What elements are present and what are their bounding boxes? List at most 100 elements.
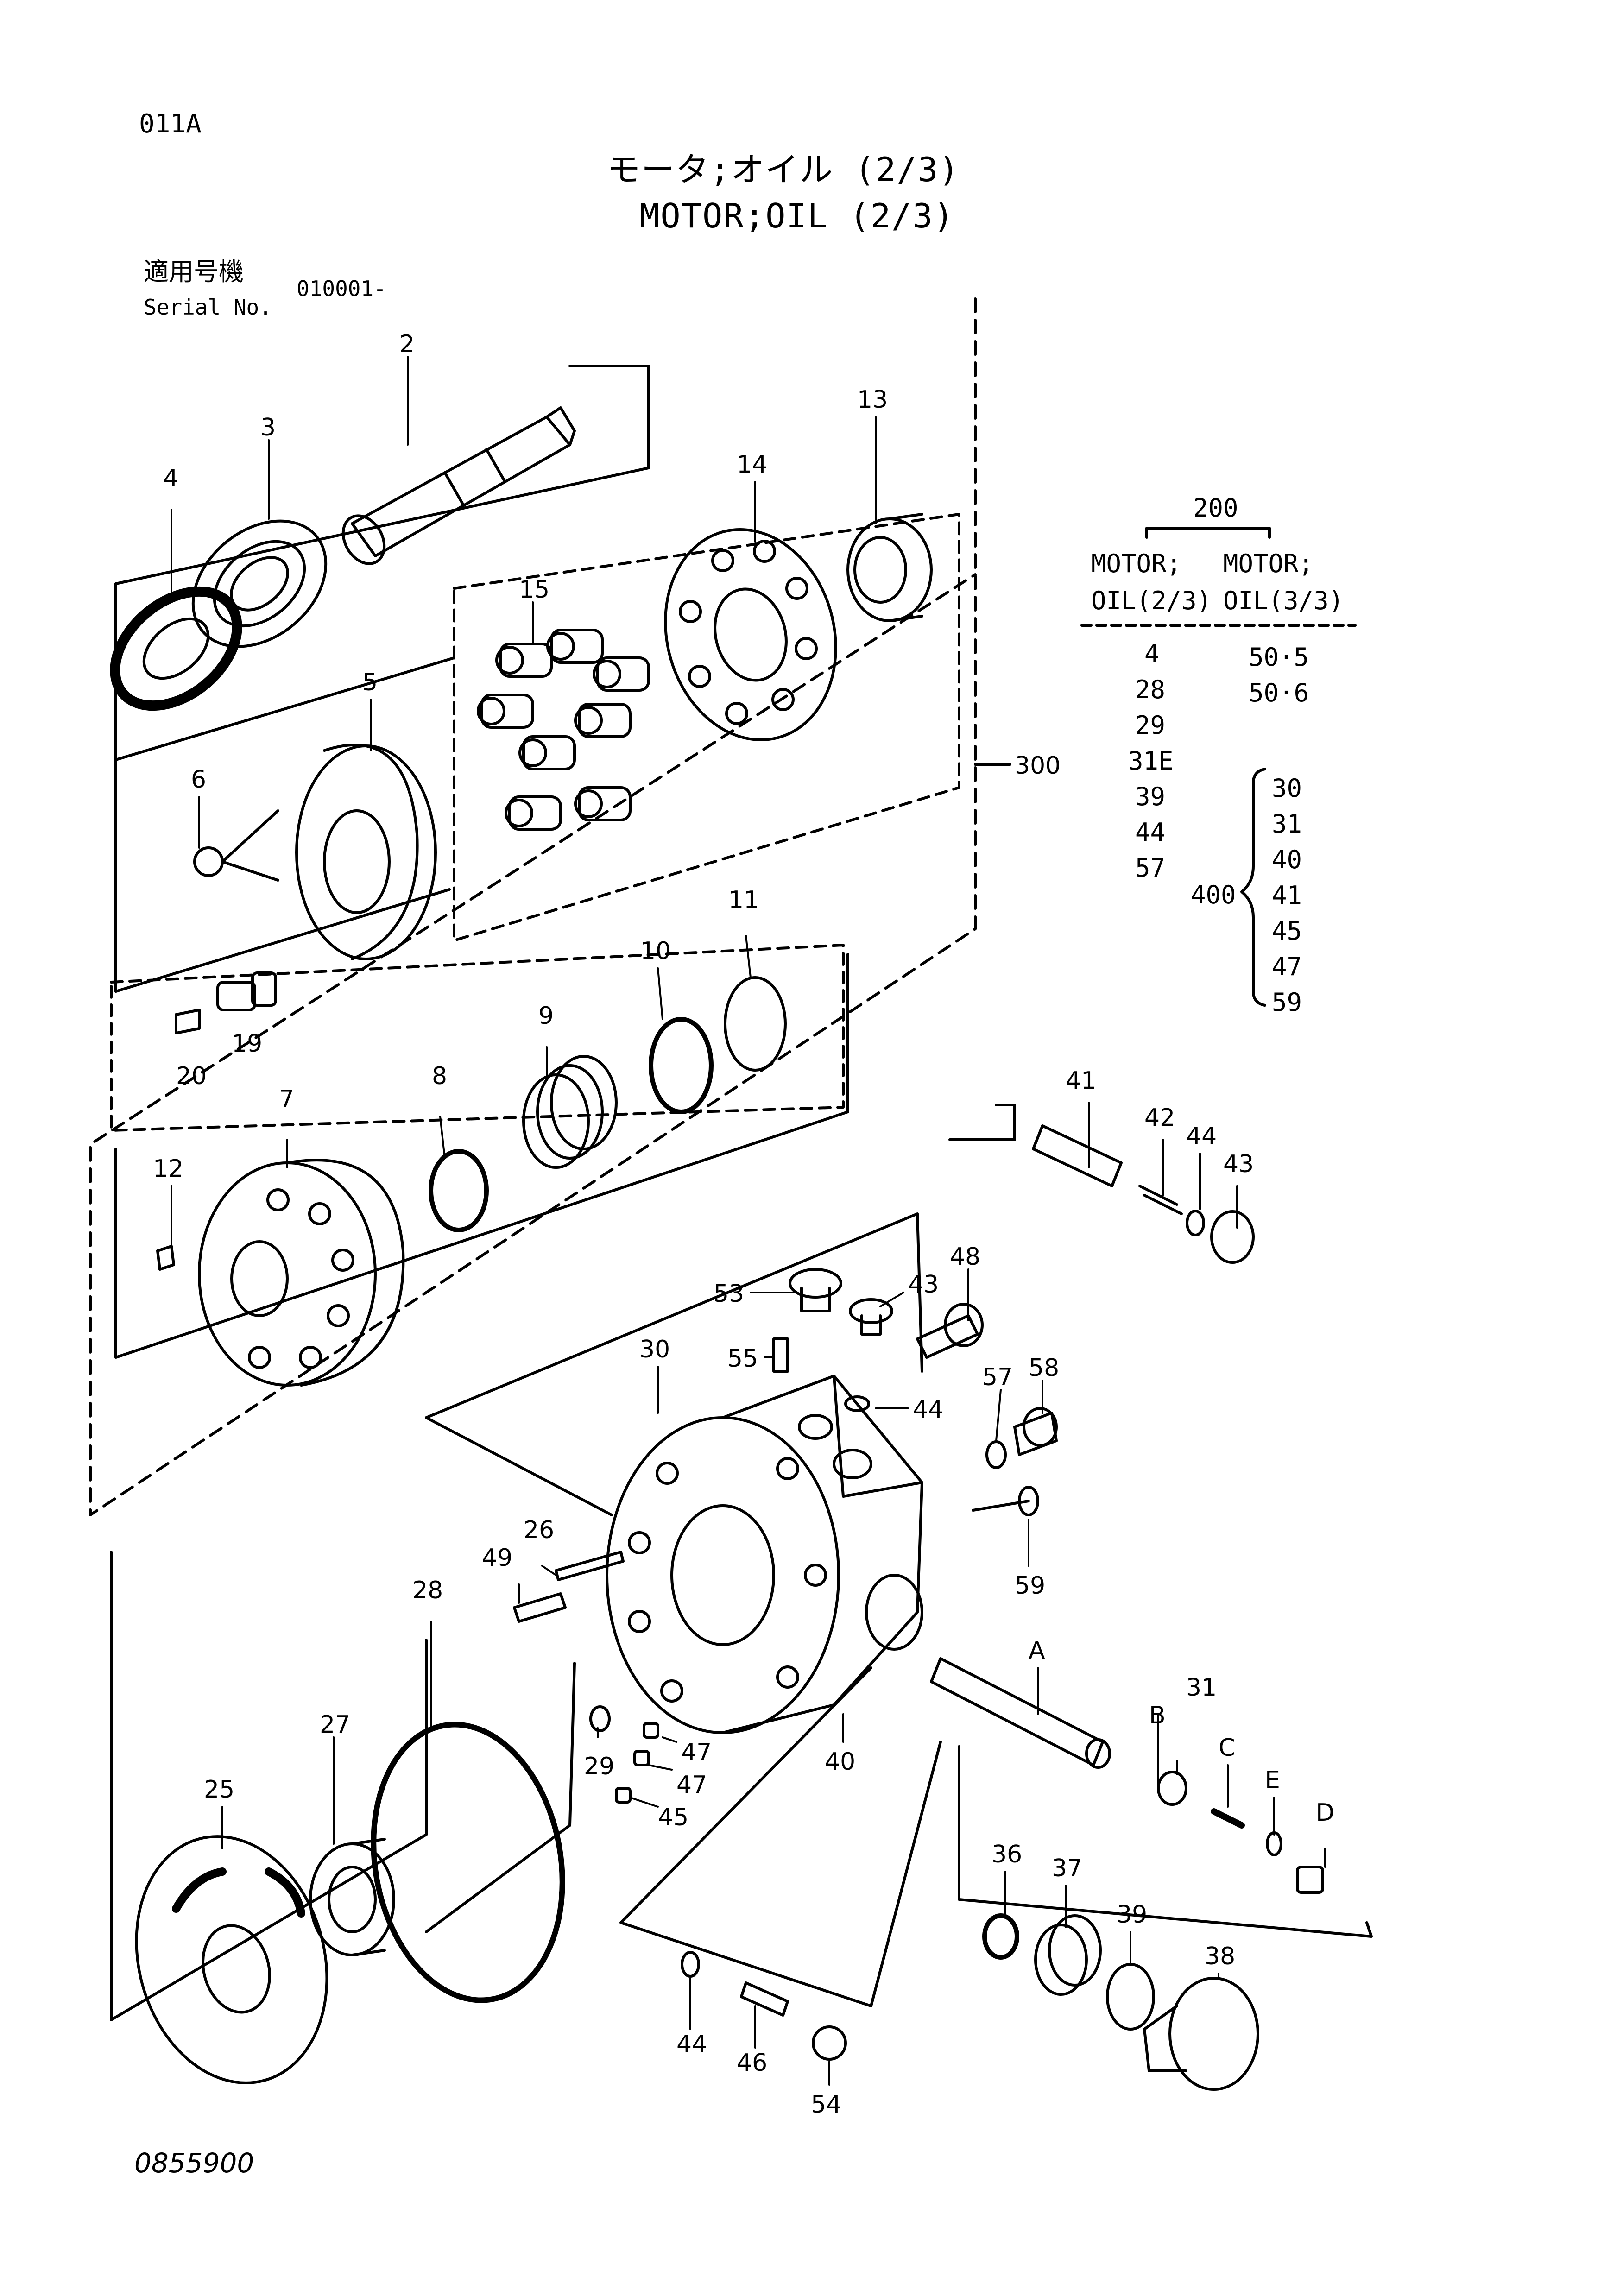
- o-ring-part-28: [371, 1722, 565, 2003]
- plate-part-14: [664, 528, 837, 741]
- bearing-part-27: [309, 1838, 395, 1956]
- parts-44-46-54: [681, 1951, 847, 2061]
- callout-D: D: [1316, 1799, 1334, 1827]
- kit-col1-item: 39: [1135, 782, 1166, 811]
- kit-subgroup-item: 45: [1272, 916, 1302, 946]
- kit-col1-item: 44: [1135, 818, 1166, 847]
- assembly-300-boundary: [89, 297, 1011, 1516]
- valve-parts-41-44: [1032, 1124, 1255, 1264]
- kit-col1-header-line1: MOTOR;: [1091, 549, 1182, 578]
- seal-part-4: [110, 586, 242, 711]
- parts-36-39: [982, 1913, 1259, 2091]
- serial-label-english: Serial No.: [144, 295, 272, 320]
- callout-39: 39: [1117, 1901, 1147, 1929]
- callout-2: 2: [399, 330, 415, 358]
- callout-38: 38: [1205, 1943, 1235, 1970]
- callout-A: A: [1029, 1637, 1045, 1665]
- callout-47: 47: [681, 1739, 712, 1766]
- callout-53: 53: [714, 1280, 744, 1308]
- callout-58: 58: [1029, 1354, 1059, 1382]
- serial-value: 010001-: [297, 276, 386, 301]
- callout-37: 37: [1052, 1854, 1082, 1882]
- kit-subgroup-item: 30: [1272, 774, 1302, 803]
- kit-col2-item: 50·5: [1249, 643, 1309, 672]
- valve-plate-part-25: [135, 1835, 328, 2084]
- kit-table-lines: [1080, 527, 1357, 1007]
- callout-7: 7: [279, 1085, 294, 1113]
- kit-col2-header-line2: OIL(3/3): [1223, 586, 1344, 615]
- callout-labels: 2 3 4 5 6 7 8 9 10 11 12 13 14 15 19 20 …: [153, 330, 1334, 2119]
- callout-3: 3: [260, 414, 276, 442]
- kit-col1-item: 31E: [1128, 746, 1174, 776]
- bearing-part-3: [191, 519, 328, 648]
- title-english: MOTOR;OIL (2/3): [639, 196, 955, 235]
- callout-43: 43: [1223, 1150, 1254, 1178]
- kit-col1-item: 4: [1144, 639, 1160, 669]
- serial-label-japanese: 適用号機: [144, 257, 244, 286]
- callout-13: 13: [857, 386, 888, 414]
- callout-4: 4: [163, 465, 178, 492]
- callout-26: 26: [524, 1516, 554, 1544]
- kit-subgroup-label: 400: [1191, 880, 1236, 909]
- callout-36: 36: [991, 1841, 1022, 1868]
- callout-40: 40: [825, 1748, 855, 1776]
- housing-part-5: [193, 744, 437, 960]
- callout-59: 59: [1015, 1572, 1045, 1600]
- shaft-part-2: [341, 406, 576, 565]
- part-13: [846, 513, 933, 622]
- callout-8: 8: [432, 1062, 447, 1090]
- kit-col2-item: 50·6: [1249, 678, 1309, 707]
- spool-part-31: [930, 1657, 1324, 1894]
- leader-lines: [171, 356, 1326, 2086]
- callout-44: 44: [676, 2031, 707, 2058]
- callout-49: 49: [482, 1544, 512, 1572]
- spring-part-9: [522, 1055, 618, 1169]
- page-code: 011A: [139, 109, 202, 139]
- kit-col1-item: 57: [1135, 853, 1166, 883]
- group-frames: [110, 365, 1373, 2021]
- kit-subgroup-item: 47: [1272, 952, 1302, 981]
- parts-19-20: [175, 971, 277, 1034]
- kit-col2-header-line1: MOTOR;: [1223, 549, 1314, 578]
- callout-20: 20: [176, 1062, 207, 1090]
- kit-group-label: 200: [1193, 493, 1238, 523]
- main-housing-part-30: [606, 1375, 923, 1734]
- kit-subgroup-item: 40: [1272, 845, 1302, 874]
- callout-19: 19: [232, 1030, 262, 1058]
- callout-25: 25: [204, 1776, 234, 1804]
- callout-28: 28: [412, 1577, 443, 1604]
- callout-48: 48: [950, 1243, 980, 1271]
- kit-subgroup-item: 31: [1272, 809, 1302, 839]
- callout-41: 41: [1066, 1067, 1096, 1095]
- ring-part-8: [429, 1149, 489, 1232]
- callout-45: 45: [658, 1804, 688, 1831]
- callout-54: 54: [811, 2091, 841, 2119]
- plugs-29-45-47: [589, 1705, 659, 1804]
- callout-C: C: [1219, 1734, 1235, 1762]
- callout-E: E: [1265, 1766, 1280, 1794]
- kit-subgroup-item: 41: [1272, 881, 1302, 910]
- pins-26-49: [513, 1551, 625, 1623]
- kit-subgroup-item: 59: [1272, 988, 1302, 1017]
- callout-44: 44: [913, 1396, 943, 1424]
- callout-44: 44: [1186, 1123, 1217, 1150]
- callout-12: 12: [153, 1155, 183, 1183]
- callout-46: 46: [737, 2049, 767, 2077]
- title-japanese: モータ;オイル (2/3): [607, 150, 960, 189]
- callout-42: 42: [1144, 1104, 1175, 1132]
- kit-col1-item: 28: [1135, 675, 1166, 704]
- fittings-group: [772, 1268, 1058, 1516]
- drawing-number: 0855900: [134, 2147, 254, 2179]
- callout-47: 47: [676, 1771, 707, 1799]
- kit-col1-item: 29: [1135, 711, 1166, 740]
- callout-15: 15: [519, 576, 549, 604]
- callout-11: 11: [728, 886, 759, 914]
- ring-part-10: [649, 1017, 714, 1114]
- callout-6: 6: [191, 766, 206, 794]
- callout-43: 43: [908, 1271, 939, 1299]
- callout-14: 14: [737, 451, 767, 479]
- callout-B: B: [1149, 1702, 1166, 1729]
- callout-31: 31: [1186, 1674, 1217, 1702]
- callout-27: 27: [320, 1711, 350, 1739]
